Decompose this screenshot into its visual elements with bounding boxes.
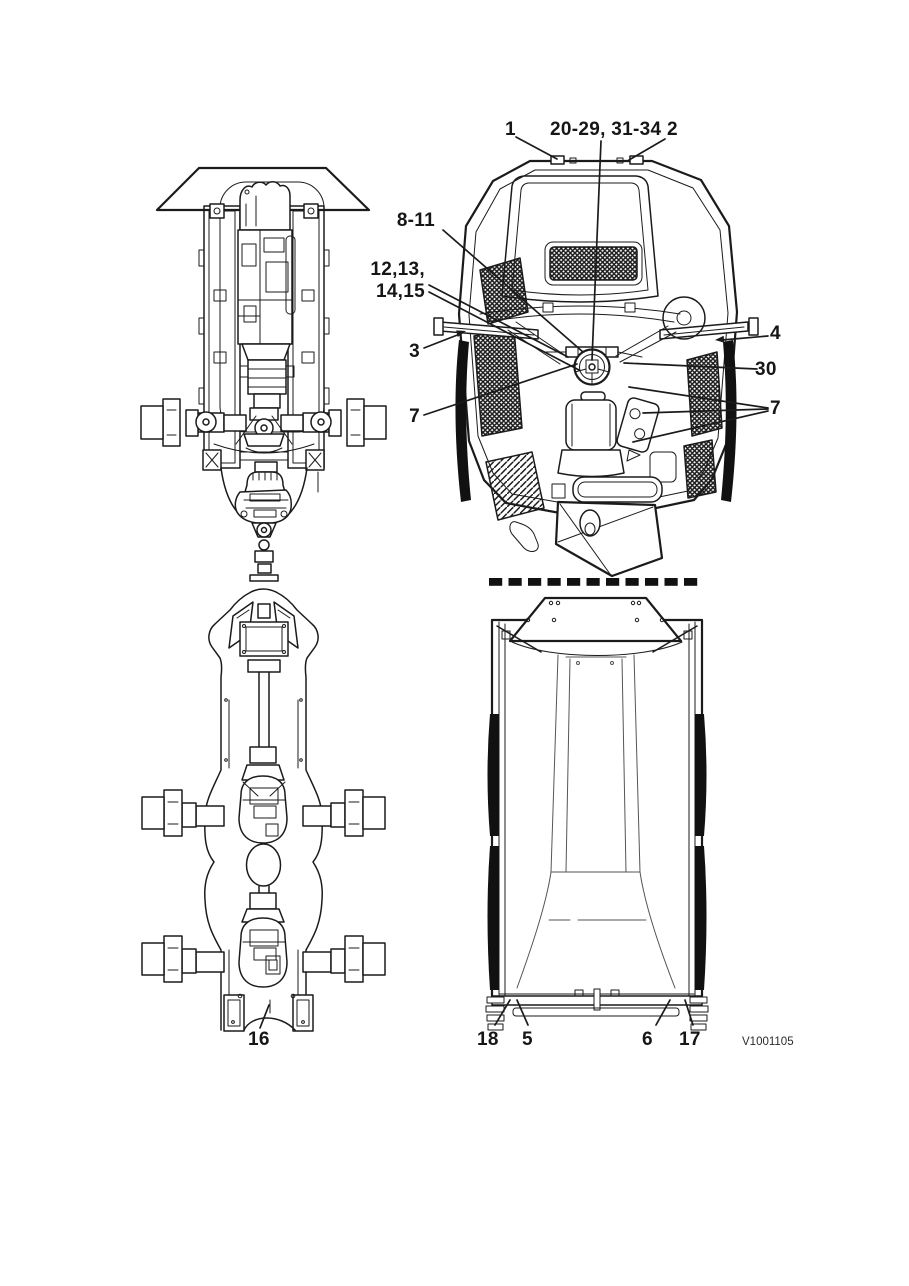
callout-8-11: 8-11 [396,210,435,231]
callout-17: 17 [679,1029,701,1050]
hood-funnel [554,500,664,578]
leader-5 [516,999,529,1026]
callout-16: 16 [248,1029,270,1050]
right-front-tire [721,340,737,502]
right-corner-brace [652,625,698,653]
leader-4 [721,335,769,341]
callout-20-29-31-34: 20-29, 31-34 [550,119,662,140]
driveshaft [258,671,270,748]
callout-1: 1 [505,119,516,140]
frame-rear-end [223,993,314,1032]
front-axle [140,398,387,454]
leader-14-15 [428,291,580,371]
leader-16 [259,1004,270,1029]
roof-vent-grille [549,246,638,281]
mudflap-hook [509,521,539,552]
driver-seat [557,391,625,478]
leader-6 [655,999,671,1026]
cab-protector [508,596,683,643]
chassis-top-view [140,166,387,1032]
callout-4: 4 [770,323,781,344]
callout-5: 5 [522,1029,533,1050]
callout-12-13: 12,13, [370,259,425,280]
callout-leader-lines [259,136,769,1029]
roof-vent-outline [544,241,643,286]
callout-7-left: 7 [409,406,420,427]
left-hinge-stack [485,996,505,1031]
callout-30: 30 [755,359,777,380]
roof-clip-left [550,155,565,165]
floor-hatch [551,483,566,499]
leader-12-13 [428,284,569,358]
leader-18 [494,999,511,1026]
steering-wheel [573,348,611,386]
leader-20-34 [591,140,602,361]
leader-7-right-b [642,408,769,414]
front-wall [511,641,683,656]
leader-3-arrow [456,330,466,337]
leader-17 [684,999,694,1026]
rear-axle-1 [141,746,386,844]
left-rear-tires-front [487,714,499,836]
right-mirror-arm [659,317,759,340]
transfer-case [234,461,292,538]
tailgate-lower-bar [512,1007,680,1017]
leader-30 [623,362,758,370]
leader-8-11 [442,229,584,353]
callout-7-right: 7 [770,398,781,419]
rear-shelf [572,476,663,503]
callout-3: 3 [409,341,420,362]
right-rear-tires-back [695,846,707,990]
roof-clip-right [629,155,644,165]
driveline-joint [249,539,279,582]
right-rear-tires-front [695,714,707,836]
left-panel-grille-lower [473,327,523,437]
load-box-top-view [485,596,709,1031]
console-pedal-mark [626,449,641,462]
leader-7-left [423,363,578,416]
right-panel-grille-lower [683,439,717,499]
leader-2 [628,138,666,161]
leader-3 [423,333,461,349]
frame-oval-hole [245,843,282,887]
entry-steps [485,451,545,521]
callout-6: 6 [642,1029,653,1050]
leader-1 [515,136,558,160]
left-corner-brace [496,625,542,653]
left-panel-grille-upper [479,257,529,325]
left-front-tire [455,340,471,502]
leader-7-right-c [632,410,769,443]
leader-4-arrow [715,335,725,343]
spring-brackets [202,449,325,516]
engine [237,181,296,345]
rear-frame [204,588,323,1031]
figure-code: V1001105 [742,1036,794,1048]
left-rear-tires-back [487,846,499,990]
callout-14-15: 14,15 [375,281,425,302]
side-box [649,451,677,483]
box-outline [490,618,704,1004]
transmission [239,343,295,409]
rear-axle-2 [141,885,386,988]
callout-2: 2 [667,119,678,140]
callout-18: 18 [477,1029,499,1050]
dashed-separator [489,578,698,586]
leader-7-right-a [628,386,769,409]
cab-top-view [433,155,759,578]
left-mirror-arm [433,317,539,340]
fan-housing [662,296,706,340]
windshield [501,175,659,303]
floor-perspective-lines [516,654,676,989]
